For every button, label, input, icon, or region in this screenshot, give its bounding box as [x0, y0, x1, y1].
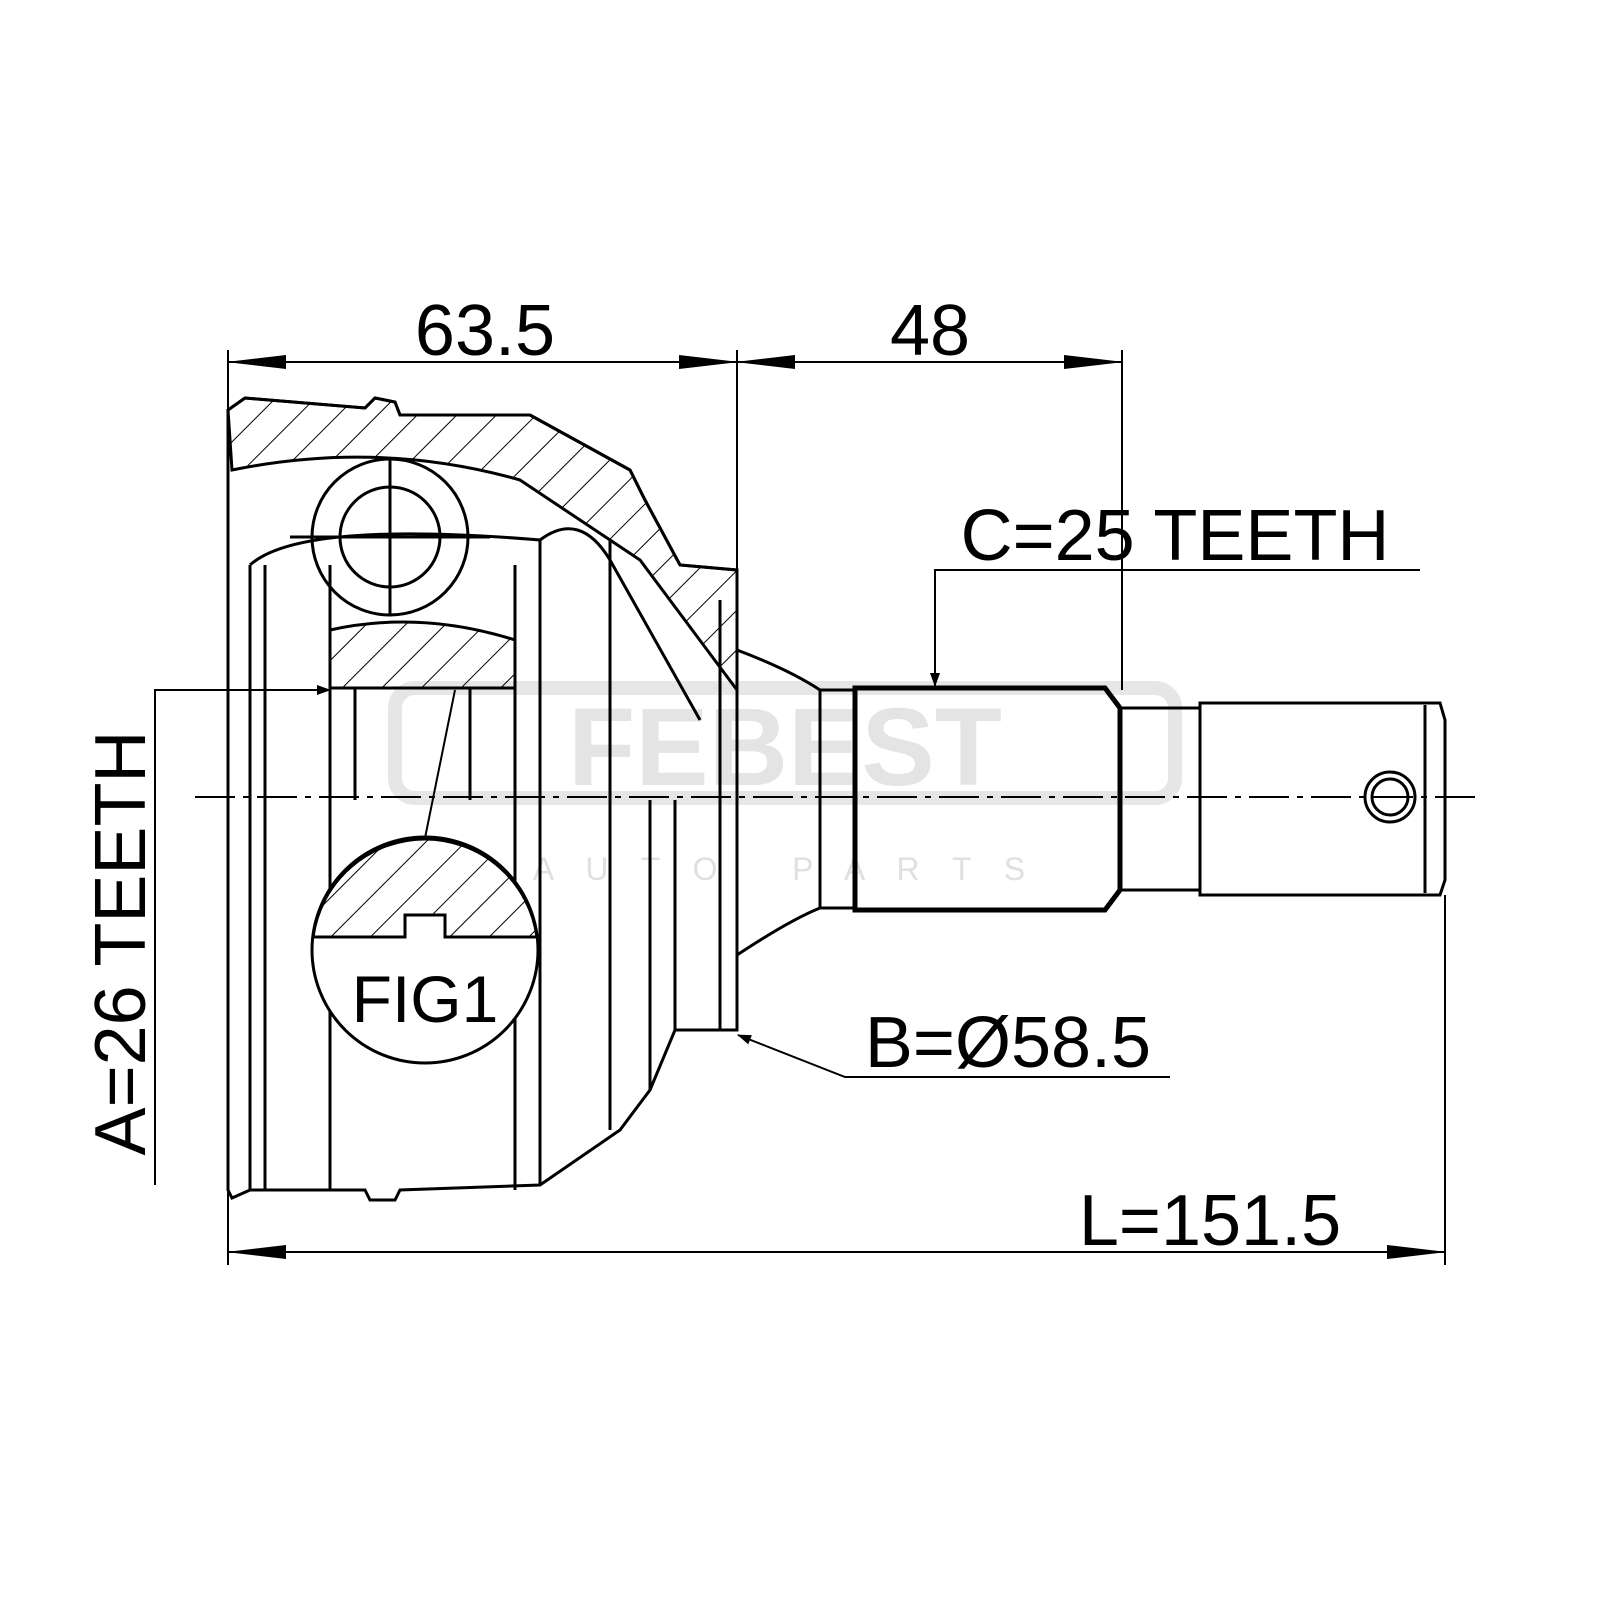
- fig1-label: FIG1: [352, 962, 499, 1036]
- dim-abs-ring: B=Ø58.5: [865, 1003, 1151, 1083]
- outer-housing: [226, 396, 739, 1202]
- dim-outer-spline: C=25 TEETH: [961, 496, 1390, 576]
- dim-length: L=151.5: [1079, 1181, 1341, 1261]
- watermark-brand: FEBEST: [568, 686, 1002, 809]
- fig1-detail: FIG1: [310, 689, 540, 1065]
- stub-shaft: [736, 648, 1447, 957]
- watermark-subtitle: A U T O P A R T S: [533, 851, 1037, 887]
- watermark: FEBEST A U T O P A R T S: [388, 681, 1182, 887]
- dim-inner-spline: A=26 TEETH: [81, 731, 161, 1156]
- dim-housing-width: 63.5: [415, 291, 555, 371]
- dim-shaft-width: 48: [890, 291, 970, 371]
- dimension-lines: [154, 350, 1447, 1265]
